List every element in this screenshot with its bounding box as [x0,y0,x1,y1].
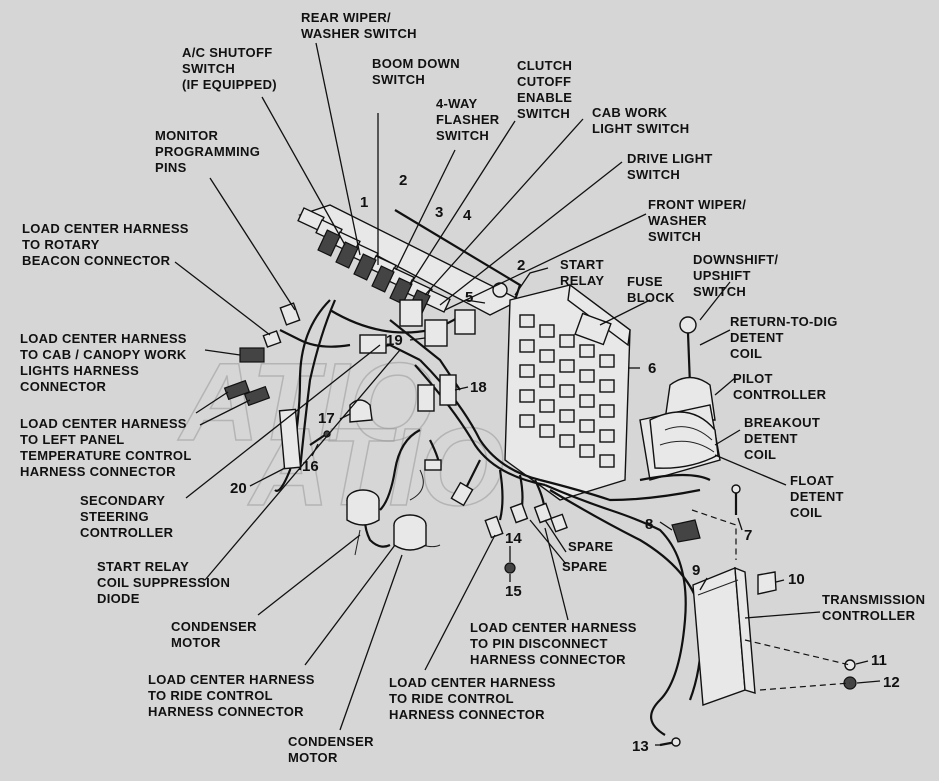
callout-14: 14 [505,530,522,547]
label-spare-1: SPARE [568,539,613,554]
callout-7: 7 [744,527,752,544]
callout-17: 17 [318,410,335,427]
callout-20: 20 [230,480,247,497]
callout-15: 15 [505,583,522,600]
pilot-controller [639,316,721,481]
label-rear-wiper: REAR WIPER/WASHER SWITCH [301,10,417,41]
callout-5: 5 [465,289,473,306]
callout-1: 1 [360,194,368,211]
callout-4: 4 [463,207,472,224]
label-spare-2: SPARE [562,559,607,574]
callout-13: 13 [632,738,649,755]
callout-10: 10 [788,571,805,588]
callout-19: 19 [386,332,403,349]
leader-lines [174,42,881,746]
callout-2-top: 2 [399,172,407,189]
callout-11: 11 [871,652,887,669]
callout-18: 18 [470,379,487,396]
callout-8: 8 [645,516,653,533]
callout-12: 12 [883,674,900,691]
callout-6: 6 [648,360,656,377]
callout-numbers: 1 2 3 4 2 5 6 7 8 9 10 11 12 13 14 15 16… [230,172,900,755]
components [223,299,857,747]
fuse-block [492,282,631,501]
callout-9: 9 [692,562,700,579]
callout-3: 3 [435,204,443,221]
callout-16: 16 [302,458,319,475]
rocker-switches [297,207,451,317]
callout-2-relay: 2 [517,257,525,274]
svg-text:ATIO: ATIO [177,341,435,464]
